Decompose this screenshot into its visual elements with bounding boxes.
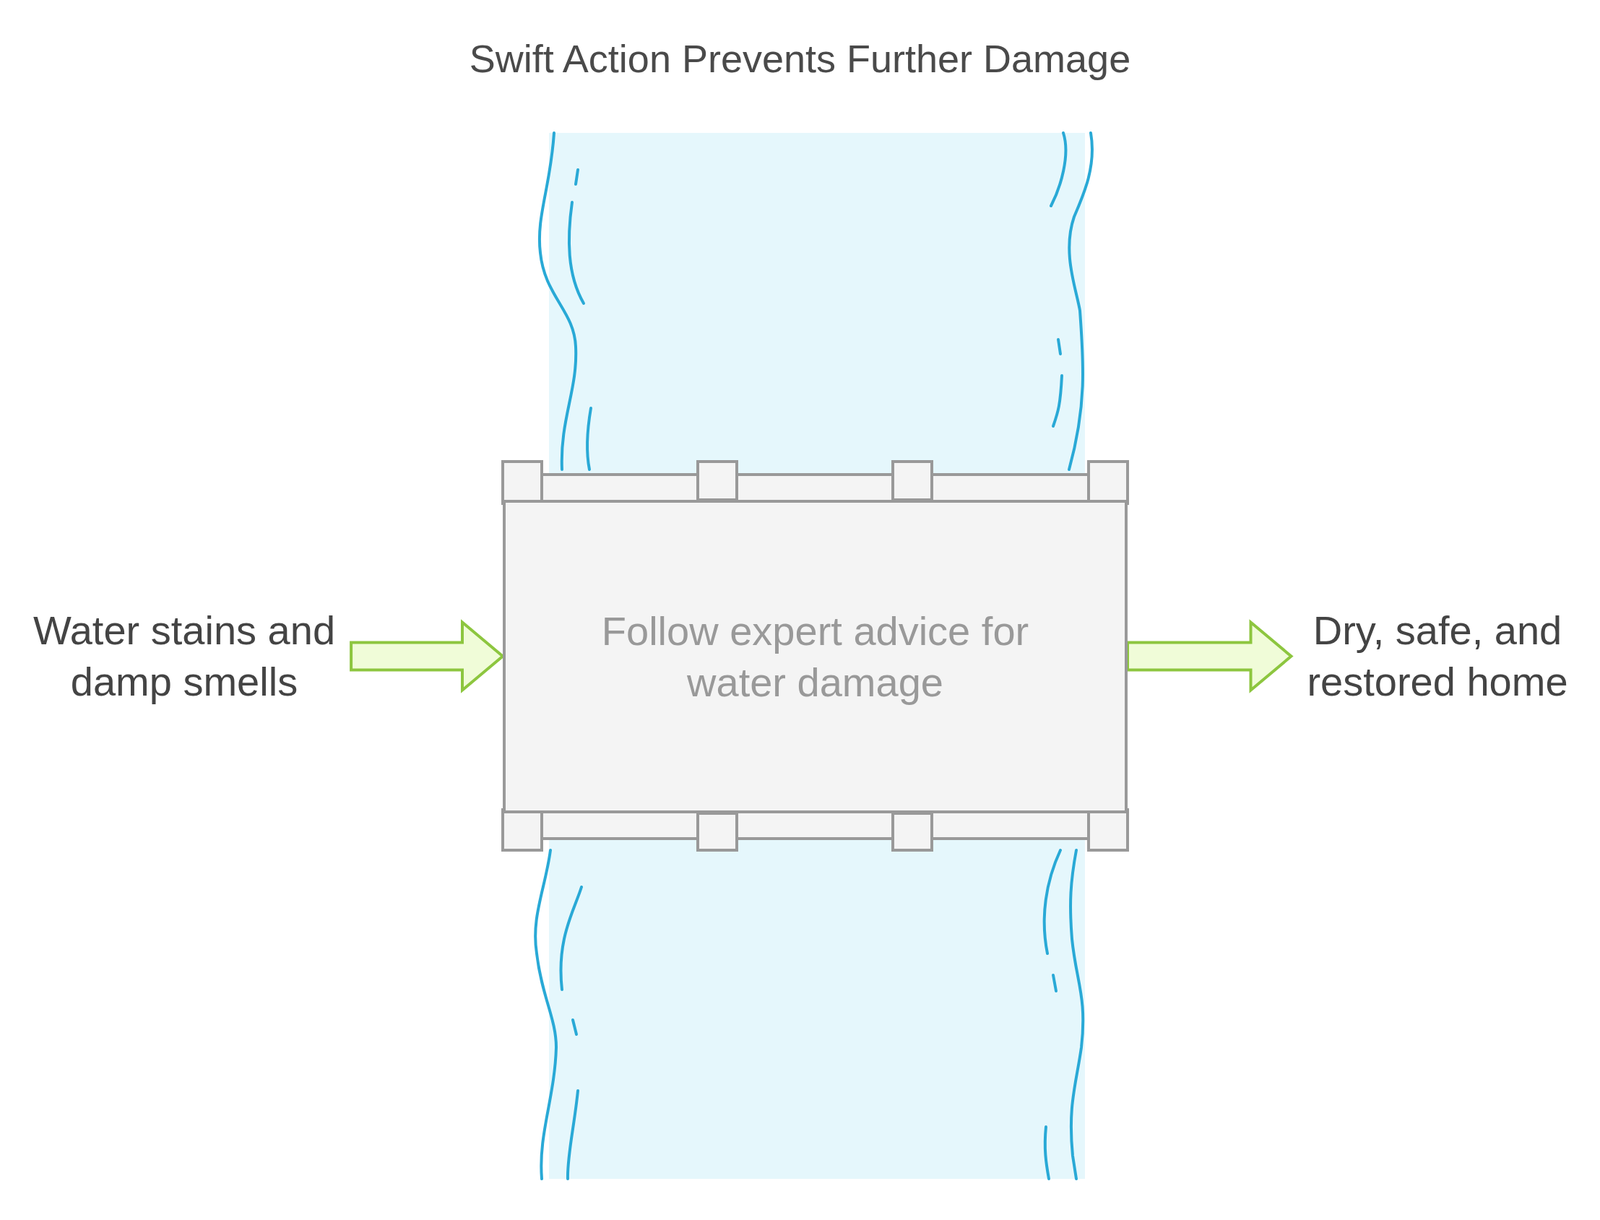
block-arrow: [351, 622, 503, 691]
node-text: Water stains and damp smells: [33, 607, 336, 705]
source-label: Water stains and damp smells: [10, 604, 358, 708]
dam-box: Follow expert advice for water damage: [502, 499, 1128, 814]
node-text: Dry, safe, and restored home: [1306, 607, 1568, 705]
diagram-title: Swift Action Prevents Further Damage: [0, 36, 1600, 81]
node-text: Follow expert advice for water damage: [548, 605, 1082, 708]
block-arrow: [1127, 622, 1292, 691]
dam-rails: [502, 461, 1128, 851]
outcome-label: Dry, safe, and restored home: [1285, 604, 1590, 708]
